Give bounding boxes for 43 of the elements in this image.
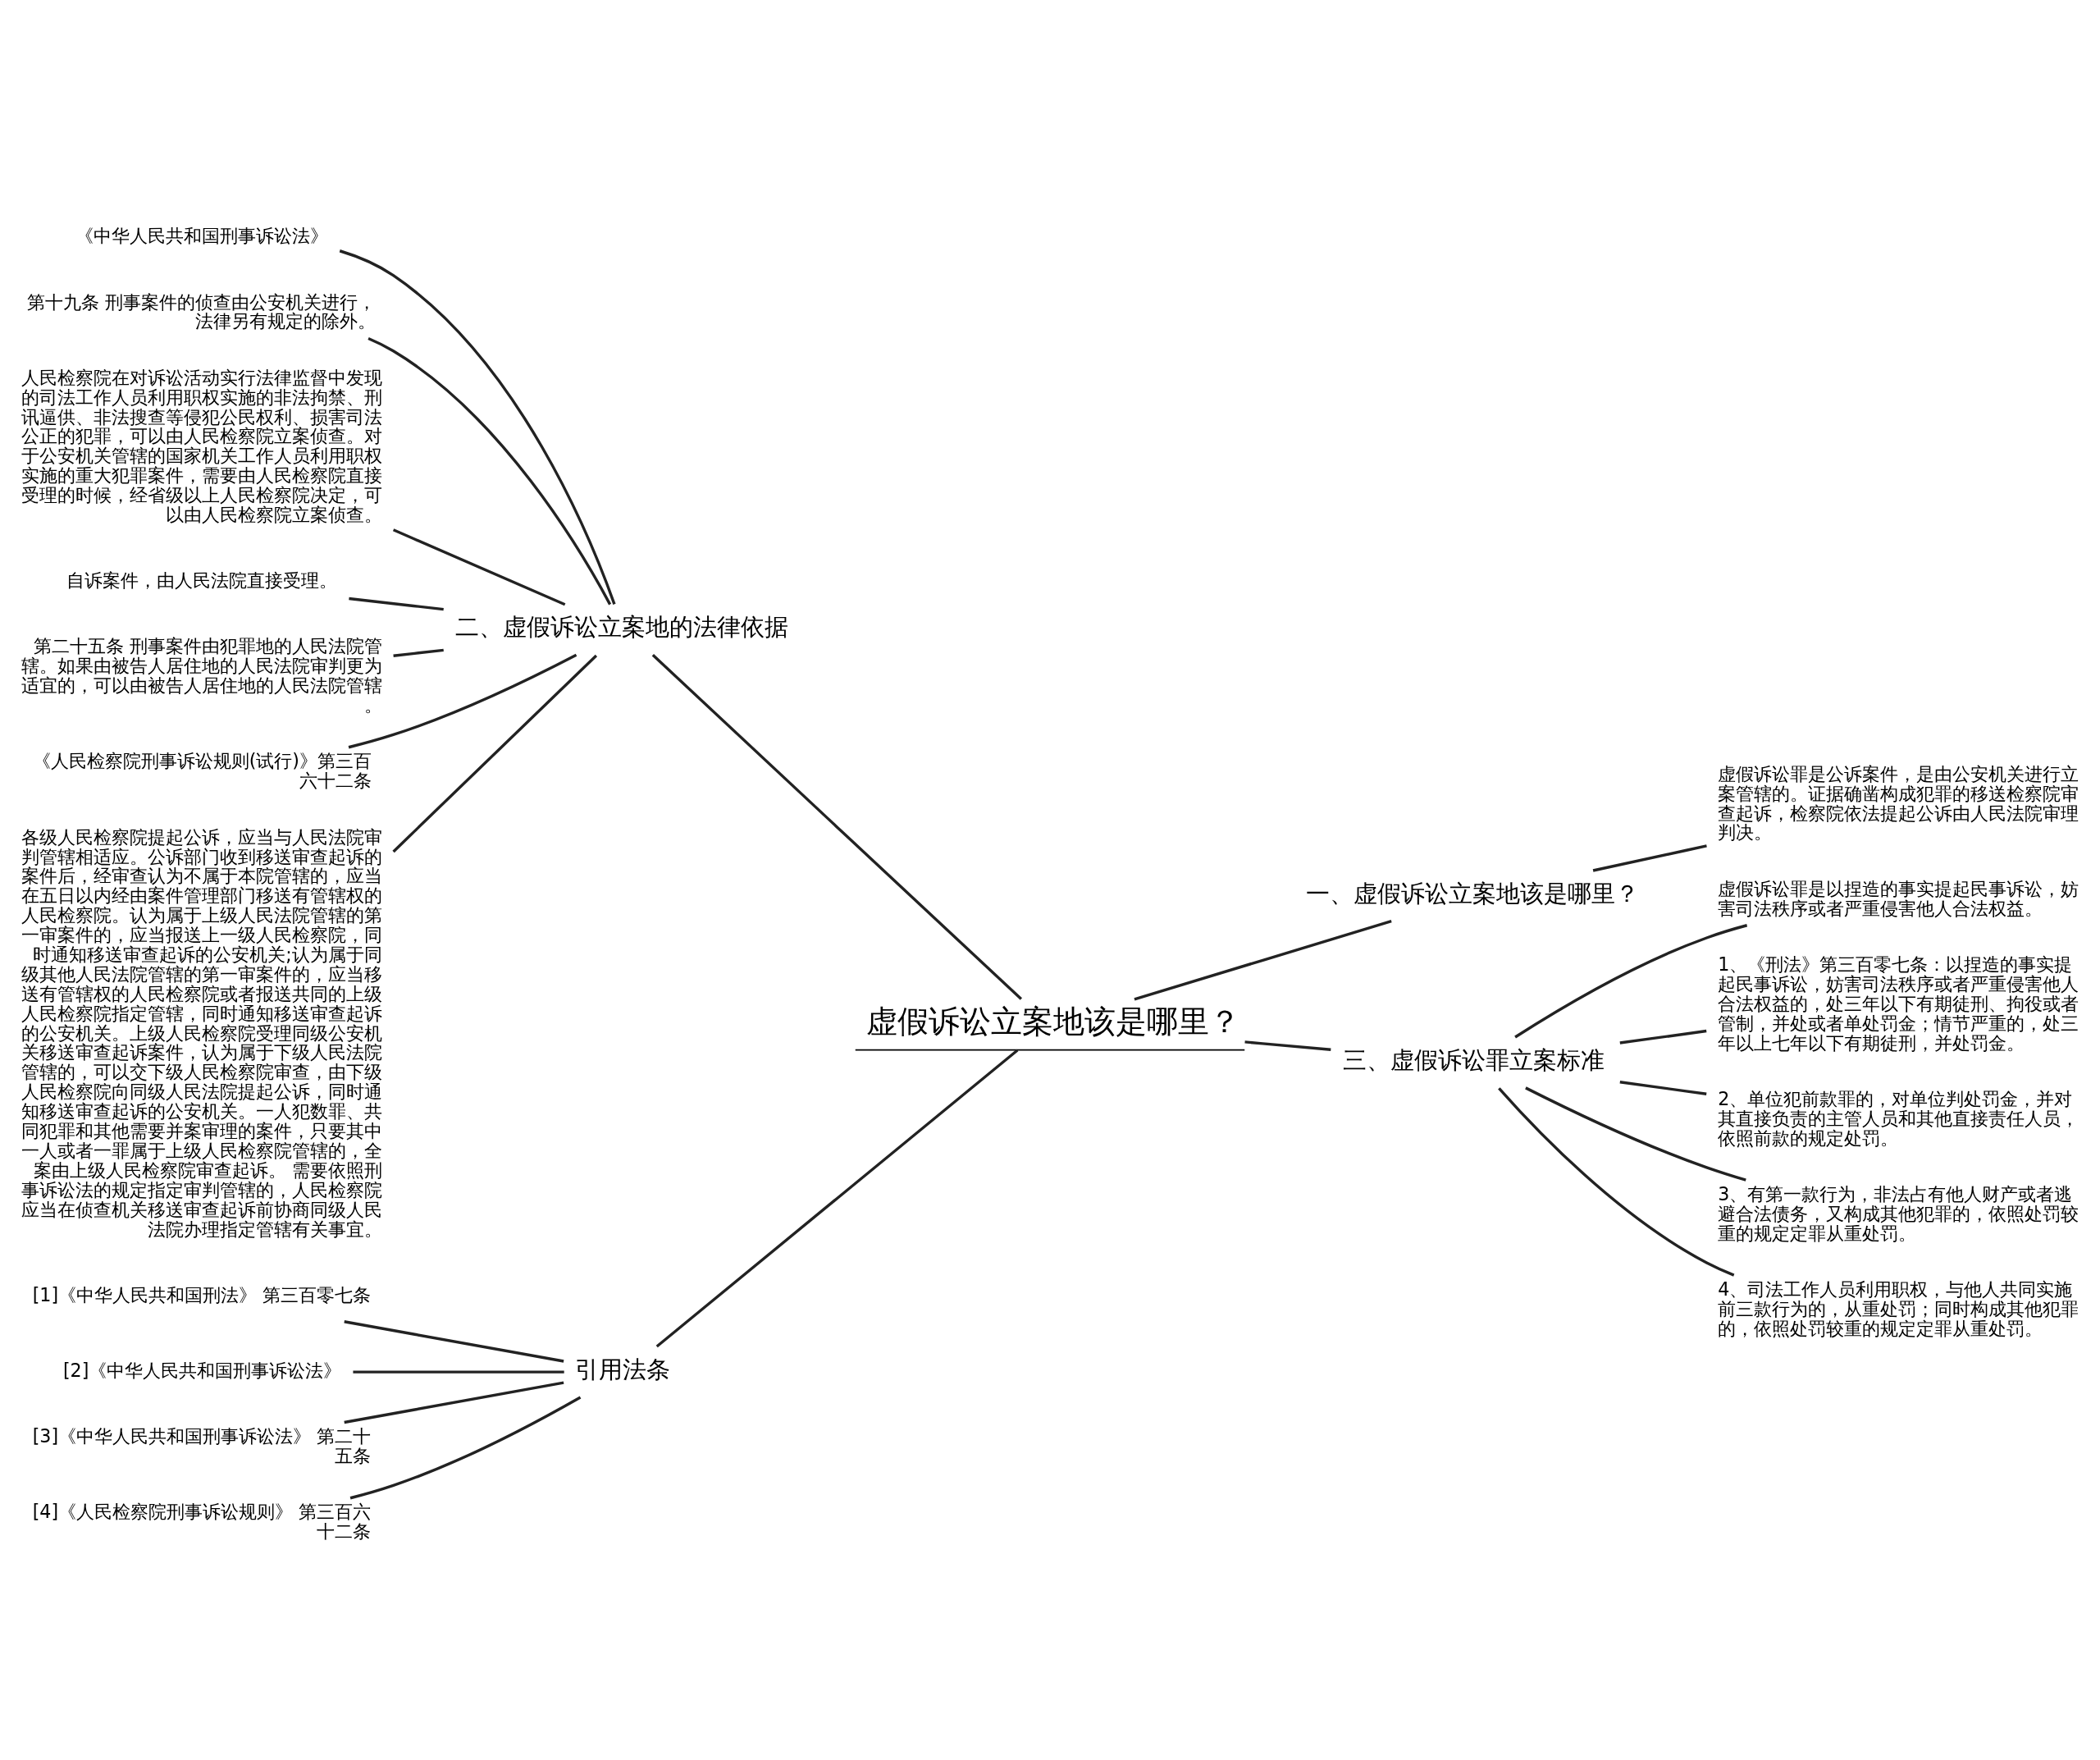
node-text: 自诉案件，由人民法院直接受理。: [66, 569, 338, 591]
connector: [651, 653, 1023, 1000]
node-text: 《中华人民共和国刑事诉讼法》: [75, 224, 329, 246]
connector: [349, 597, 444, 610]
connector: [1525, 1086, 1746, 1182]
connector: [353, 1369, 564, 1374]
connector: [392, 654, 598, 853]
node-text: 3、有第一款行为，非法占有他人财产或者逃避合法债务，又构成其他犯罪的，依照处罚较重的规定定罪从重处罚。: [1718, 1182, 2079, 1244]
connector: [1514, 923, 1748, 1038]
node-text: 各级人民检察院提起公诉，应当与人民法院审判管辖相适应。公诉部门收到移送审查起诉的案件后，经审查认为不属于本院管辖的，应当在五日以内经由案件管理部门移送有管辖权的人民检察院。认为属于上级人民法院管辖的第一审案件的，应当报送上一级人民检察院，同时通知移送审查起诉的公安机关;认为属于同级其他人民法院管辖的第一审案件的，应当移送有管辖权的人民检察院或者报送共同的上级人民检察院指定管辖，同时通知移送审查起诉的公安机关。上级人民检察院受理同级公安机关移送审查起诉案件，认为属于下级人民法院管辖的，可以交下级人民检察院审查，由下级人民检察院向同级人民法院提起公诉，同时通知移送审查起诉的公安机关。一人犯数罪、共同犯罪和其他需要并案审理的案件，只要其中一人或者一罪属于上级人民检察院管辖的，全案由上级人民检察院审查起诉。 需要依照刑事诉讼法的规定指定审判管辖的，人民检察院应当在侦查机关移送审查起诉前协商同级人民法院办理指定管辖有关事宜。: [21, 825, 382, 1240]
node-text: [2]《中华人民共和国刑事诉讼法》: [62, 1359, 342, 1381]
connector: [348, 653, 578, 748]
node-text: 二、虚假诉讼立案地的法律依据: [454, 612, 788, 641]
connector: [344, 1319, 564, 1363]
node-text: 引用法条: [575, 1355, 671, 1383]
node-text: 2、单位犯前款罪的，对单位判处罚金，并对其直接负责的主管人员和其他直接责任人员，依照前款的规定处罚。: [1718, 1087, 2079, 1149]
connector: [368, 336, 612, 605]
connector: [1498, 1086, 1735, 1277]
connector: [1592, 843, 1707, 872]
connector: [393, 648, 444, 657]
connector: [349, 1395, 582, 1499]
node-text: 虚假诉讼罪是以捏造的事实提起民事诉讼，妨害司法秩序或者严重侵害他人合法权益。: [1718, 877, 2079, 919]
node-text: 4、司法工作人员利用职权，与他人共同实施前三款行为的，从重处罚；同时构成其他犯罪的，依照处罚较重的规定定罪从重处罚。: [1718, 1278, 2079, 1339]
connector: [1244, 1040, 1331, 1051]
node-text: [1]《中华人民共和国刑法》 第三百零七条: [32, 1283, 372, 1305]
connector: [1134, 919, 1392, 1001]
node-text: [3]《中华人民共和国刑事诉讼法》 第二十五条: [32, 1424, 372, 1466]
node-text: 三、虚假诉讼罪立案标准: [1342, 1045, 1605, 1074]
node-text: 《人民检察院刑事诉讼规则(试行)》第三百六十二条: [32, 749, 372, 791]
node-text: 第二十五条 刑事案件由犯罪地的人民法院管辖。如果由被告人居住地的人民法院审判更为适宜的，可以由被告人居住地的人民法院管辖。: [21, 634, 382, 715]
node-text: 第十九条 刑事案件的侦查由公安机关进行，法律另有规定的除外。: [27, 290, 377, 331]
node-text: 虚假诉讼罪是公诉案件，是由公安机关进行立案管辖的。证据确凿构成犯罪的移送检察院审查起诉，检察院依法提起公诉由人民法院审理判决。: [1718, 762, 2079, 843]
connector: [1619, 1029, 1707, 1045]
connector: [344, 1381, 564, 1424]
node-text: 虚假诉讼立案地该是哪里？: [866, 1003, 1241, 1040]
node-text: 一、虚假诉讼立案地该是哪里？: [1306, 879, 1640, 907]
node-text: 人民检察院在对诉讼活动实行法律监督中发现的司法工作人员利用职权实施的非法拘禁、刑讯逼供、非法搜查等侵犯公民权利、损害司法公正的犯罪，可以由人民检察院立案侦查。对于公安机关管辖的国家机关工作人员利用职权实施的重大犯罪案件，需要由人民检察院直接受理的时候，经省级以上人民检察院决定，可以由人民检察院立案侦查。: [21, 366, 382, 525]
connector: [392, 528, 566, 606]
node-text: 1、《刑法》第三百零七条：以捏造的事实提起民事诉讼，妨害司法秩序或者严重侵害他人合法权益的，处三年以下有期徒刑、拘役或者管制，并处或者单处罚金；情节严重的，处三年以上七年以下有期徒刑，并处罚金。: [1718, 953, 2079, 1054]
node-text: [4]《人民检察院刑事诉讼规则》 第三百六十二条: [32, 1500, 372, 1542]
connector: [339, 249, 616, 605]
connector: [655, 1049, 1019, 1347]
connector: [1619, 1080, 1707, 1095]
